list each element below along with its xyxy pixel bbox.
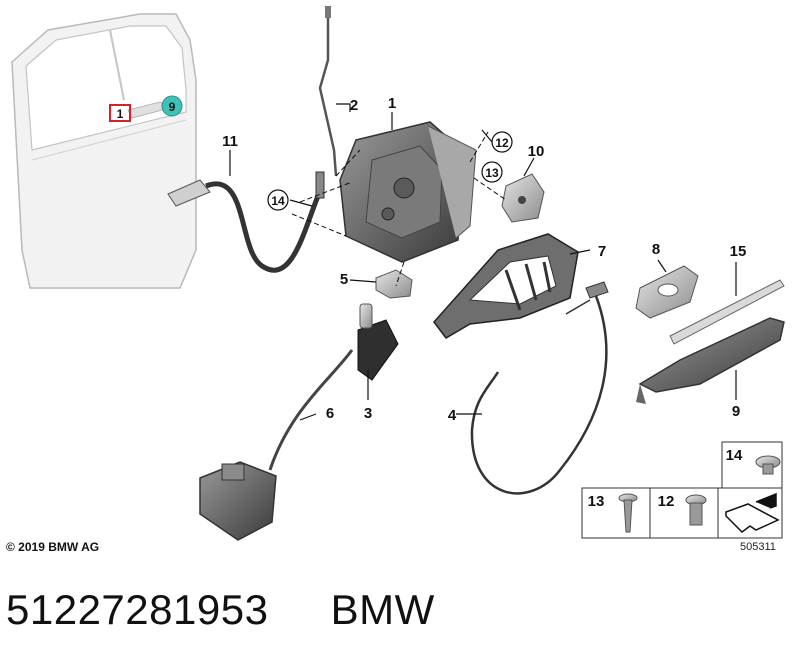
screw-13-icon (618, 493, 638, 533)
legend-12-label: 12 (658, 493, 675, 510)
part-3 (357, 303, 399, 381)
part-footer: 51227281953 BMW (6, 586, 435, 634)
callout-13: 13 (485, 166, 499, 180)
screw-14-icon (755, 455, 781, 475)
part-rod (318, 6, 338, 177)
door-tag-1: 1 (117, 107, 124, 121)
door-tag-9: 9 (169, 100, 176, 114)
callout-6: 6 (326, 405, 334, 422)
door-tag-1-outline (109, 104, 131, 122)
callout-4: 4 (448, 407, 457, 424)
brand-name: BMW (330, 586, 435, 633)
callout-12: 12 (495, 136, 509, 150)
part-door-handle-9 (636, 317, 785, 404)
part-8 (635, 265, 699, 319)
callout-14-circle (267, 189, 289, 211)
part-15 (669, 279, 785, 345)
leader-lines (229, 103, 737, 421)
diagram-id: 505311 (740, 541, 776, 553)
callout-7: 7 (598, 243, 606, 260)
callout-5: 5 (340, 271, 348, 288)
assembly-arrow-icon (725, 492, 780, 533)
callout-8: 8 (652, 241, 660, 258)
part-actuator-6 (199, 349, 354, 541)
part-cable-4 (470, 281, 609, 495)
part-10 (501, 173, 545, 223)
part-5 (375, 269, 413, 299)
callout-12-circle (491, 131, 513, 153)
callout-9: 9 (732, 403, 740, 420)
callout-15: 15 (730, 243, 747, 260)
door-thumbnail: 1 9 (11, 13, 197, 289)
callout-1: 1 (388, 95, 396, 112)
part-door-lock (339, 121, 477, 263)
hardware-legend: 14 13 12 (581, 441, 783, 539)
callout-13-circle (481, 161, 503, 183)
assembly-lines (291, 131, 507, 287)
legend-13-label: 13 (588, 493, 605, 510)
callout-3: 3 (364, 405, 372, 422)
callout-14: 14 (271, 194, 285, 208)
callout-2: 2 (350, 97, 358, 114)
callout-11: 11 (222, 133, 238, 150)
copyright-text: © 2019 BMW AG (6, 540, 100, 554)
legend-14-label: 14 (726, 447, 743, 464)
callouts: 1 2 3 4 5 6 7 8 9 10 11 12 13 14 15 (222, 95, 746, 424)
door-tag-9-marker (161, 95, 183, 117)
screw-12-icon (685, 494, 707, 526)
part-handle-carrier-7 (433, 233, 579, 339)
callout-10: 10 (528, 143, 545, 160)
part-cable-11 (167, 171, 325, 273)
part-number: 51227281953 (6, 586, 269, 633)
